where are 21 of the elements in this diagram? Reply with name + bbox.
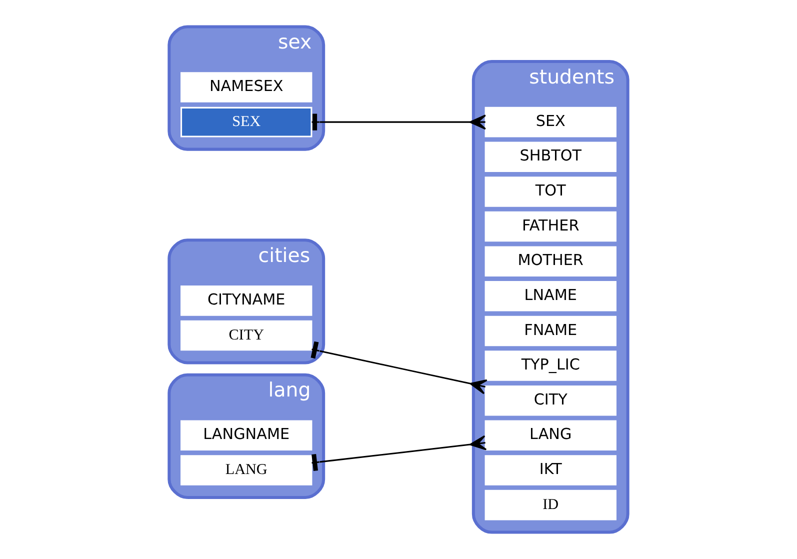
node-box: FATHER [484, 211, 616, 242]
node-box: TYP_LIC [484, 350, 616, 381]
node-box: IKT [484, 455, 616, 486]
node-box: LANG [484, 420, 616, 451]
node-box: SEX [484, 106, 616, 138]
node-box: NAMESEX [180, 72, 312, 102]
node-box: SHBTOT [484, 142, 616, 172]
connector [310, 341, 488, 394]
connector [312, 435, 487, 472]
node-box: LANG [180, 455, 312, 486]
node-box: LANGNAME [180, 420, 312, 451]
node-box: SEX [180, 106, 312, 138]
node-box: ID [484, 490, 616, 520]
node-box: LNAME [484, 281, 616, 312]
node-box: MOTHER [484, 246, 616, 276]
node-box: FNAME [484, 316, 616, 346]
node-box: CITY [180, 320, 312, 351]
node-box: TOT [484, 176, 616, 207]
connector [312, 114, 486, 130]
node-box: CITYNAME [180, 286, 312, 316]
node-box: CITY [484, 385, 616, 416]
